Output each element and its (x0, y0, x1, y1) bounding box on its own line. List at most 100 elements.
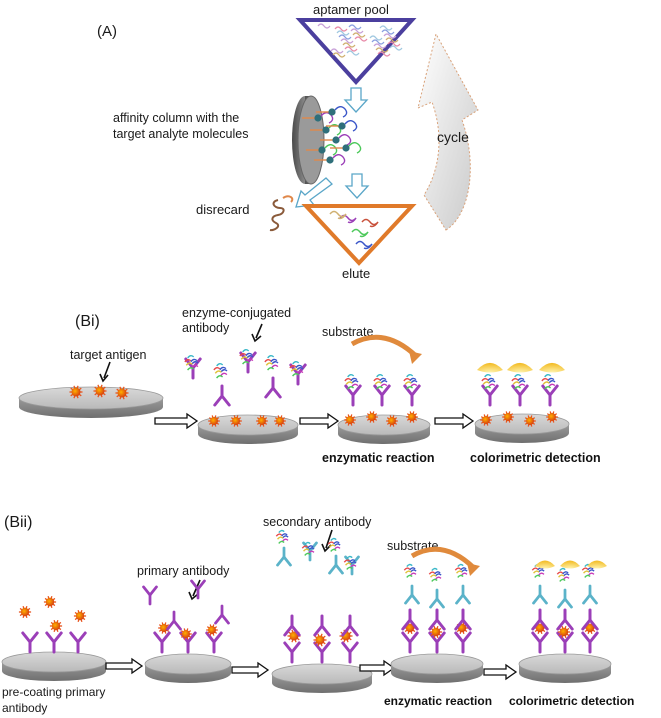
enzyme-strand (344, 562, 352, 566)
bound-aptamer (332, 154, 346, 166)
antigen-core (388, 417, 396, 425)
target-antigen (502, 411, 514, 423)
antibody-arm (341, 624, 352, 637)
enzyme-conjugate (301, 541, 315, 556)
primary-antibody (428, 608, 446, 631)
enzyme-strand (343, 559, 351, 563)
antibody-arm (320, 641, 331, 654)
enzyme-strand (548, 380, 556, 384)
antibody-arm (313, 641, 324, 654)
aptamer-strand (375, 47, 389, 53)
enzyme-strand (292, 360, 300, 365)
colored-product (507, 362, 533, 373)
enzyme-strand (454, 567, 462, 571)
aptamer-strand (332, 52, 346, 58)
secondary-antibody-label: secondary antibody (263, 515, 372, 529)
primary-antibody (581, 608, 599, 631)
capture-antibody (205, 631, 223, 654)
well-plate (271, 663, 373, 693)
colorimetric-detection-label-bi: colorimetric detection (470, 451, 601, 465)
enzyme-strand (304, 541, 311, 545)
enzyme-strand (330, 537, 337, 541)
primary-antibody (531, 608, 549, 631)
colorimetric-detection-label-bii: colorimetric detection (509, 694, 634, 708)
antibody-arm (588, 631, 599, 644)
antibody-arm (428, 631, 439, 644)
enzyme-strand (428, 571, 436, 575)
primary-antibody (190, 579, 206, 600)
discarded-aptamer-loop (282, 195, 294, 203)
enzyme-strand (406, 386, 414, 390)
enzyme-strand (406, 574, 413, 578)
target-molecule (328, 108, 336, 116)
aptamer-strand (348, 24, 362, 30)
enzyme-strand (435, 576, 442, 580)
enzyme-strand (334, 546, 341, 550)
secondary-antibody (455, 584, 471, 605)
pointer-arrow-icon-3 (325, 529, 333, 549)
aptamer-strand (352, 32, 366, 38)
enzyme-strand (380, 380, 388, 384)
enzyme-strand (455, 570, 463, 574)
aptamer-strand (379, 25, 393, 31)
antibody-arm (214, 613, 224, 625)
antibody-arm (350, 555, 360, 567)
enzyme-strand (406, 373, 414, 378)
plate-top (1, 651, 107, 673)
pointer-arrowhead-3 (321, 543, 332, 553)
capture-antibody (153, 631, 171, 654)
enzyme-strand (345, 381, 353, 385)
enzyme-strand (404, 570, 412, 574)
pointer-arrowhead (99, 373, 109, 383)
enzyme-conjugate (289, 360, 304, 377)
capture-antibody (313, 641, 331, 664)
antibody-arm (153, 631, 164, 644)
target-antigen (524, 415, 536, 427)
antibody (481, 384, 499, 407)
secondary-antibody (582, 584, 598, 605)
enzyme-strand (292, 373, 300, 377)
antibody-arm (410, 384, 421, 397)
capture-antibody (428, 631, 446, 654)
enzyme-strand (347, 373, 355, 378)
capture-antibody (531, 631, 549, 654)
target-antigen (386, 415, 398, 427)
antigen-core (408, 413, 416, 421)
enzyme-strand (219, 366, 227, 371)
pointer-arrow-icon (103, 361, 111, 379)
enzyme-strand (327, 541, 335, 545)
enzyme-strand (270, 358, 278, 363)
antibody-arm (582, 593, 592, 605)
enzyme-strand (584, 574, 591, 578)
enzyme-strand (282, 538, 289, 542)
antibody (373, 384, 391, 407)
enzyme-strand (351, 383, 359, 388)
panel-bii: (Bii) secondary antibody primary antibod… (2, 514, 634, 715)
antigen-core (405, 623, 415, 633)
target-molecule (314, 114, 322, 122)
enzyme-strand (410, 569, 417, 573)
right-arrow-icon (299, 412, 340, 430)
target-antigen (406, 411, 418, 423)
pointer-arrow-icon-2 (255, 323, 263, 339)
antibody-arm (435, 618, 446, 631)
enzyme-strand (587, 567, 594, 571)
enzyme-strand (296, 367, 304, 371)
antibody-arm (556, 618, 567, 631)
antigen-core (160, 624, 168, 632)
target-antigen (480, 414, 492, 426)
well-plate (197, 414, 299, 444)
antibody-arm (410, 593, 420, 605)
enzyme-strand (534, 574, 541, 578)
enzyme-strand (346, 566, 353, 570)
aptamer-strands (317, 23, 403, 58)
enzyme-strand (295, 364, 303, 369)
capture-antibody (341, 641, 359, 664)
antigen-core (258, 417, 266, 425)
enzyme-conjugate (373, 373, 388, 390)
antibody-arm (541, 384, 552, 397)
enzyme-strand (275, 533, 283, 537)
enzyme-strand (547, 377, 555, 382)
enzyme-strand (403, 567, 411, 571)
